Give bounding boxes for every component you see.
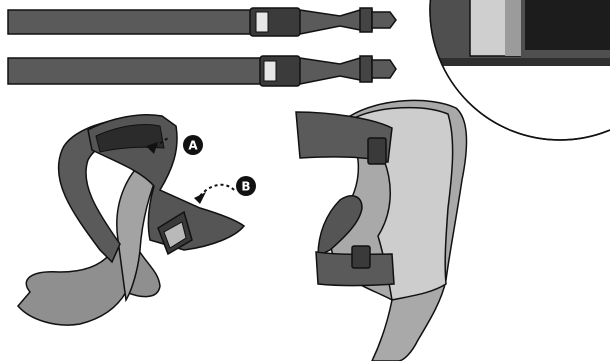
strap-top-1 bbox=[7, 7, 397, 37]
zoom-detail-circle bbox=[429, 0, 610, 141]
strap-buckle-1 bbox=[359, 7, 373, 33]
strap-top-2 bbox=[7, 55, 397, 87]
callout-a: A bbox=[183, 135, 203, 155]
callout-a-label: A bbox=[188, 139, 198, 153]
callout-b-label: B bbox=[241, 180, 250, 194]
brace-right-illustration bbox=[295, 99, 468, 361]
brace-left-illustration bbox=[17, 114, 246, 326]
velcro-panel bbox=[95, 123, 165, 153]
side-flap bbox=[317, 195, 363, 258]
arrow-b bbox=[194, 183, 237, 204]
arrow-a bbox=[146, 137, 169, 154]
brace-shell bbox=[352, 106, 454, 301]
lower-strap-buckle bbox=[351, 245, 371, 269]
brace-cuff bbox=[87, 114, 246, 251]
upper-strap-buckle bbox=[367, 137, 387, 165]
brace-upright bbox=[116, 157, 161, 303]
strap-buckle-2 bbox=[359, 55, 373, 83]
callout-b: B bbox=[236, 176, 256, 196]
